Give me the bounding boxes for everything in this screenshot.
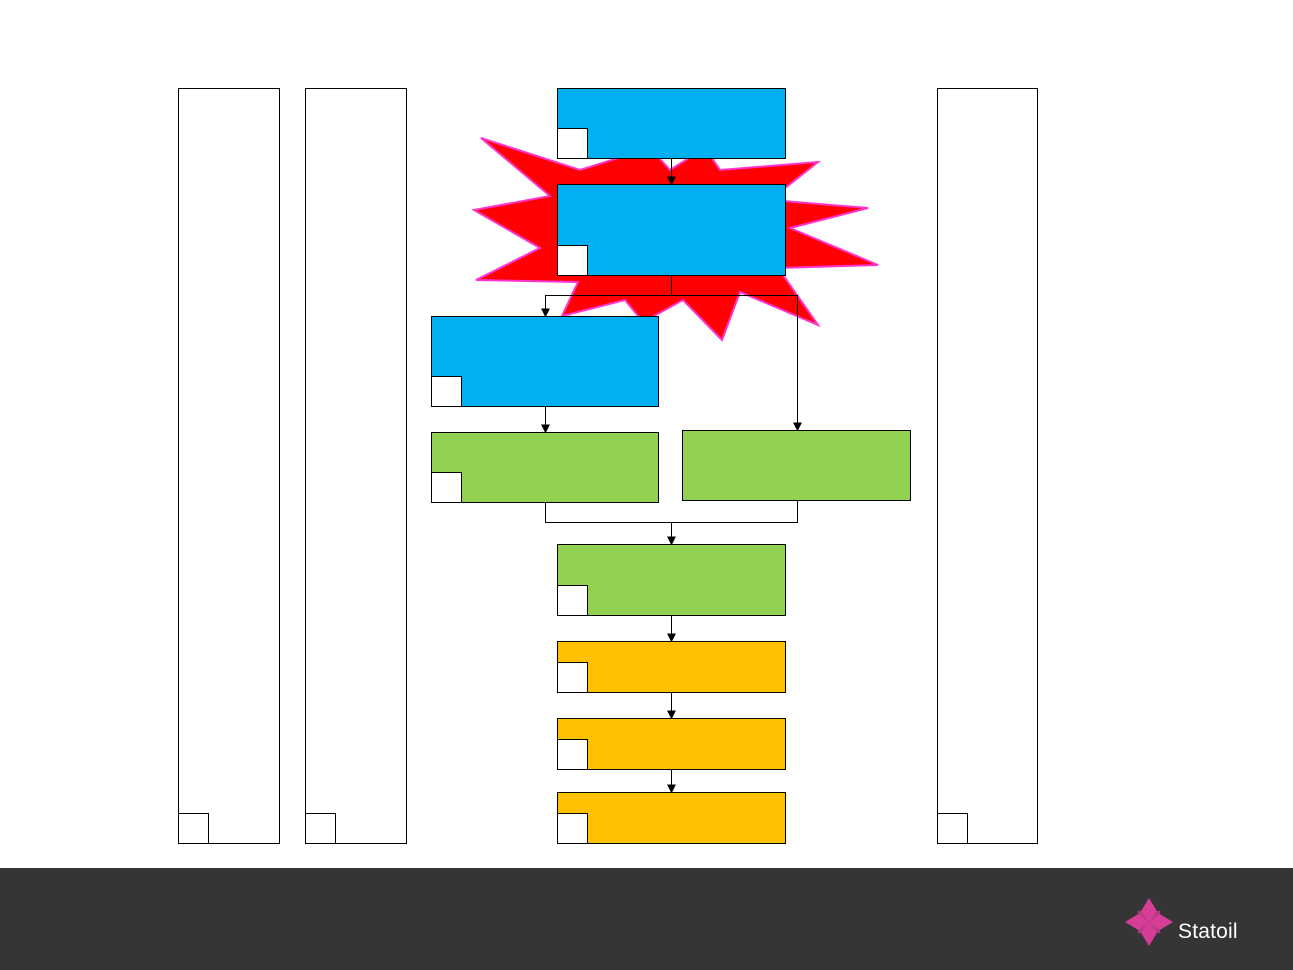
process-box-body <box>557 88 786 159</box>
process-tag-box <box>557 128 588 159</box>
column-frame <box>305 88 407 844</box>
process-tag-box <box>557 585 588 616</box>
process-box <box>682 430 911 501</box>
column-tag-box <box>178 813 209 844</box>
process-box-body <box>431 432 659 503</box>
process-box <box>557 792 786 844</box>
process-box <box>557 641 786 693</box>
process-box-body <box>557 718 786 770</box>
column-frame <box>178 88 280 844</box>
process-box-body <box>431 316 659 407</box>
logo-text: Statoil <box>1178 920 1238 943</box>
process-box-body <box>557 641 786 693</box>
process-box <box>431 432 659 503</box>
flow-arrow <box>541 275 672 318</box>
process-tag-box <box>557 739 588 770</box>
column-tag-box <box>305 813 336 844</box>
logo-petal <box>1137 910 1149 922</box>
process-tag-box <box>557 245 588 276</box>
flow-connector <box>671 500 798 523</box>
process-box-body <box>557 184 786 276</box>
statoil-star-icon <box>1125 898 1173 946</box>
highlighted-process-box <box>557 184 786 276</box>
process-box-body <box>682 430 911 501</box>
footer-bar <box>0 868 1293 970</box>
process-tag-box <box>431 376 462 407</box>
statoil-logo: Statoil <box>1122 890 1262 954</box>
column-frame <box>937 88 1038 844</box>
process-box <box>557 718 786 770</box>
process-tag-box <box>557 813 588 844</box>
swimlane-column <box>937 88 1038 844</box>
swimlane-column <box>178 88 280 844</box>
flow-diagram <box>178 88 1038 844</box>
process-tag-box <box>431 472 462 503</box>
process-box <box>431 316 659 407</box>
column-tag-box <box>937 813 968 844</box>
slide-canvas <box>178 88 1038 844</box>
process-box-body <box>557 544 786 616</box>
flow-arrow <box>545 502 676 546</box>
process-box-body <box>557 792 786 844</box>
process-tag-box <box>557 662 588 693</box>
flow-arrow <box>671 295 802 432</box>
process-box <box>557 544 786 616</box>
process-box <box>557 88 786 159</box>
swimlane-column <box>305 88 407 844</box>
